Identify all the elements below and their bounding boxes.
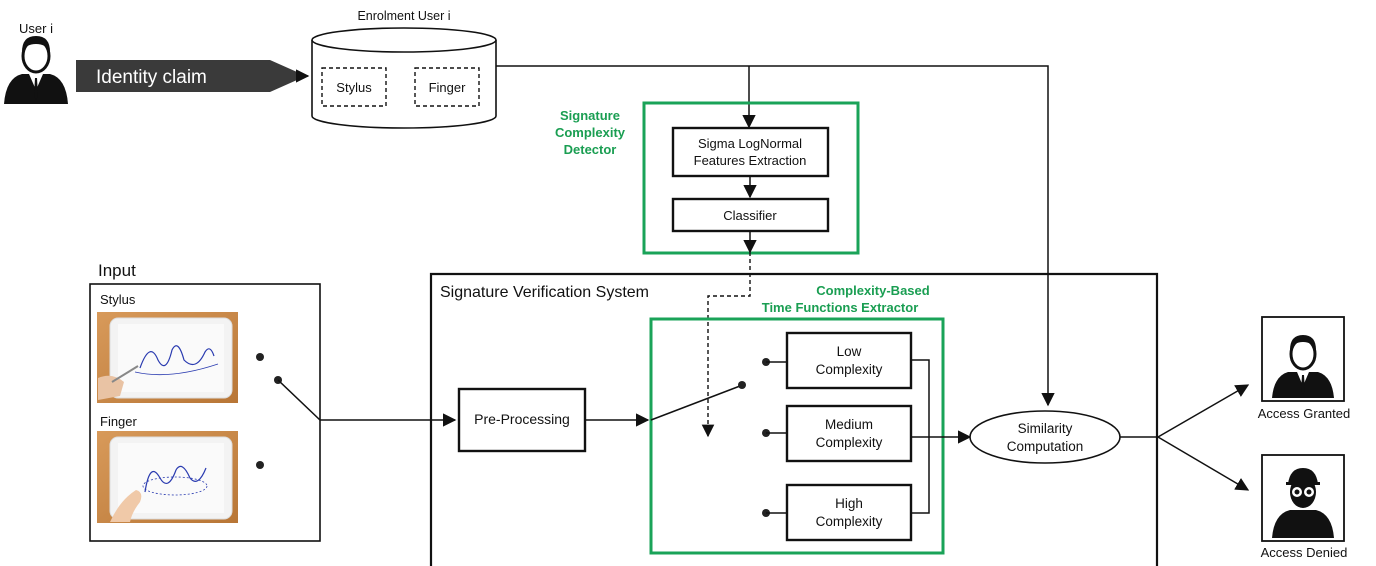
input-stylus-label: Stylus: [100, 292, 136, 307]
user-avatar-icon: [4, 36, 68, 104]
finger-tablet-photo: [97, 431, 238, 523]
low-complexity-line-1: Low: [837, 344, 862, 359]
complexity-detector-title-1: Signature: [560, 108, 620, 123]
identity-claim-label: Identity claim: [96, 67, 207, 88]
complexity-detector-title-2: Complexity: [555, 125, 626, 140]
features-extraction-line-2: Features Extraction: [694, 153, 807, 168]
classifier-control-line: [701, 252, 751, 438]
preprocessing-label: Pre-Processing: [474, 411, 570, 427]
high-complexity-line-2: Complexity: [816, 514, 883, 529]
identity-claim-arrow: Identity claim: [76, 60, 306, 92]
impostor-icon: [1272, 468, 1334, 538]
access-granted-label: Access Granted: [1258, 406, 1351, 421]
extractor-title-2: Time Functions Extractor: [762, 300, 919, 315]
enrolment-finger-label: Finger: [429, 80, 467, 95]
enrolment-database: Stylus Finger: [311, 27, 497, 129]
verification-system-title: Signature Verification System: [440, 284, 649, 301]
enrolment-stylus-box: [321, 67, 387, 107]
low-complexity-line-2: Complexity: [816, 362, 883, 377]
extractor-frame: [649, 317, 945, 555]
stylus-switch-contact: [256, 353, 264, 361]
denied-branch-line: [1157, 436, 1250, 491]
classifier-label: Classifier: [723, 208, 777, 223]
stylus-tablet-photo: [97, 312, 238, 403]
user-label: User i: [19, 21, 53, 36]
enrolment-title: Enrolment User i: [357, 9, 450, 23]
medium-complexity-line-2: Complexity: [816, 435, 883, 450]
low-complexity-box: [785, 331, 913, 390]
verification-system-frame: [429, 272, 1159, 566]
enrolment-stylus-label: Stylus: [336, 80, 372, 95]
high-complexity-box: [785, 483, 913, 542]
extractor-switch-tip: [738, 381, 746, 389]
granted-branch-line: [1157, 384, 1250, 438]
similarity-computation-node: [969, 410, 1121, 464]
similarity-line-2: Computation: [1007, 439, 1084, 454]
preprocessing-box: [457, 387, 587, 453]
medium-complexity-box: [785, 404, 913, 463]
finger-switch-contact: [256, 461, 264, 469]
medium-complexity-line-1: Medium: [825, 417, 873, 432]
high-complexity-line-1: High: [835, 496, 863, 511]
granted-user-icon: [1272, 335, 1334, 398]
extractor-switch-arm: [650, 385, 741, 421]
input-to-preprocessing-line: [277, 379, 457, 427]
classifier-box: [671, 197, 830, 233]
similarity-line-1: Similarity: [1018, 421, 1073, 436]
enrolment-finger-box: [414, 67, 480, 107]
input-title: Input: [98, 261, 136, 280]
features-extraction-line-1: Sigma LogNormal: [698, 136, 802, 151]
enrolment-to-similarity-line: [496, 65, 1055, 407]
extractor-title-1: Complexity-Based: [816, 283, 929, 298]
complexity-detector-title-3: Detector: [564, 142, 617, 157]
access-denied-label: Access Denied: [1261, 545, 1348, 560]
input-finger-label: Finger: [100, 414, 138, 429]
